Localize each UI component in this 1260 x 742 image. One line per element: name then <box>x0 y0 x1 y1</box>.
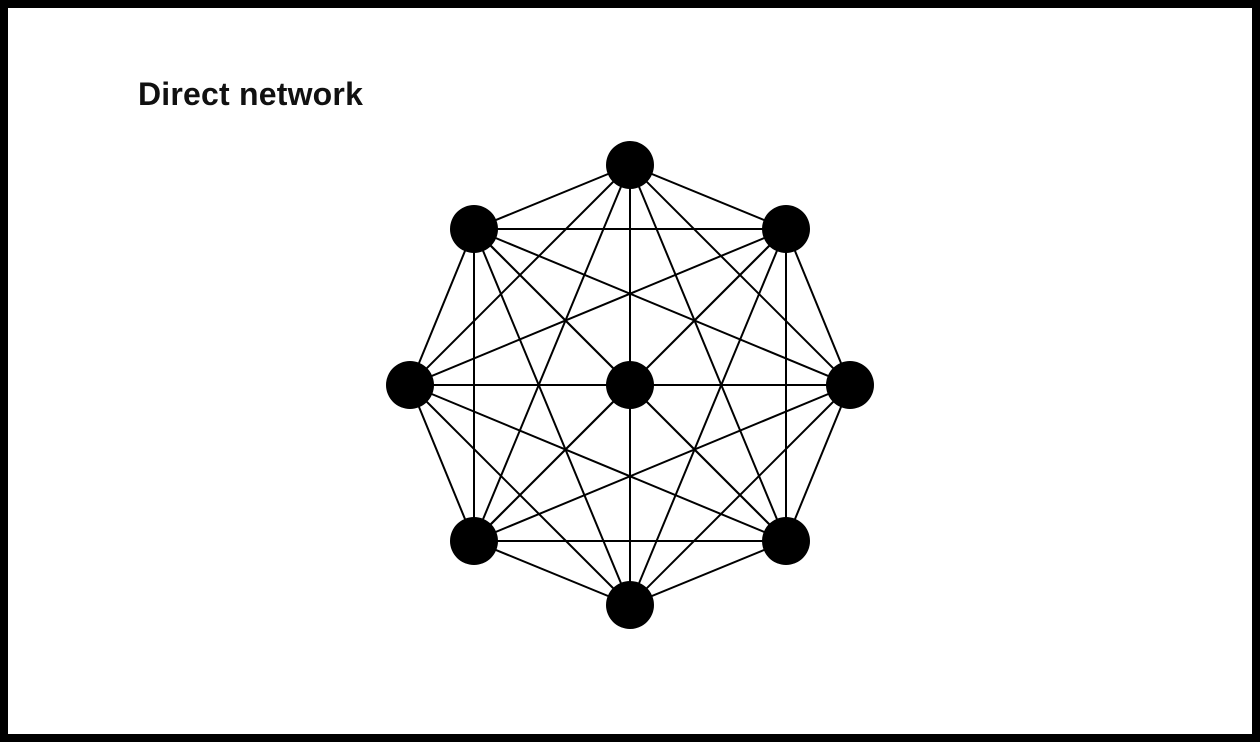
graph-node[interactable] <box>762 517 810 565</box>
graph-edge <box>409 384 787 542</box>
page-title: Direct network <box>138 76 364 112</box>
graph-edge <box>473 228 631 606</box>
graph-edge <box>473 228 631 386</box>
graph-edge <box>409 228 787 386</box>
graph-edge <box>629 164 787 542</box>
graph-node[interactable] <box>826 361 874 409</box>
graph-node[interactable] <box>606 581 654 629</box>
graph-node[interactable] <box>762 205 810 253</box>
graph-edge <box>473 540 631 606</box>
graph-edge <box>473 164 631 542</box>
graph-node[interactable] <box>450 205 498 253</box>
graph-edge <box>473 384 851 542</box>
graph-edge <box>629 540 787 606</box>
graph-edge <box>629 228 787 606</box>
graph-edge <box>785 228 851 386</box>
network-diagram <box>386 141 874 629</box>
graph-edge <box>629 228 787 386</box>
graph-edge <box>473 228 851 386</box>
graph-edge <box>409 228 475 386</box>
graph-edge <box>473 384 631 542</box>
graph-edge <box>409 384 475 542</box>
graph-node[interactable] <box>606 361 654 409</box>
graph-edges-layer <box>409 164 851 606</box>
graph-edge <box>629 164 787 230</box>
graph-node[interactable] <box>450 517 498 565</box>
graph-node[interactable] <box>386 361 434 409</box>
slide-canvas: Direct network <box>8 8 1252 734</box>
graph-node[interactable] <box>606 141 654 189</box>
graph-edge <box>473 164 631 230</box>
graph-edge <box>785 384 851 542</box>
graph-nodes-layer <box>386 141 874 629</box>
graph-edge <box>629 384 787 542</box>
